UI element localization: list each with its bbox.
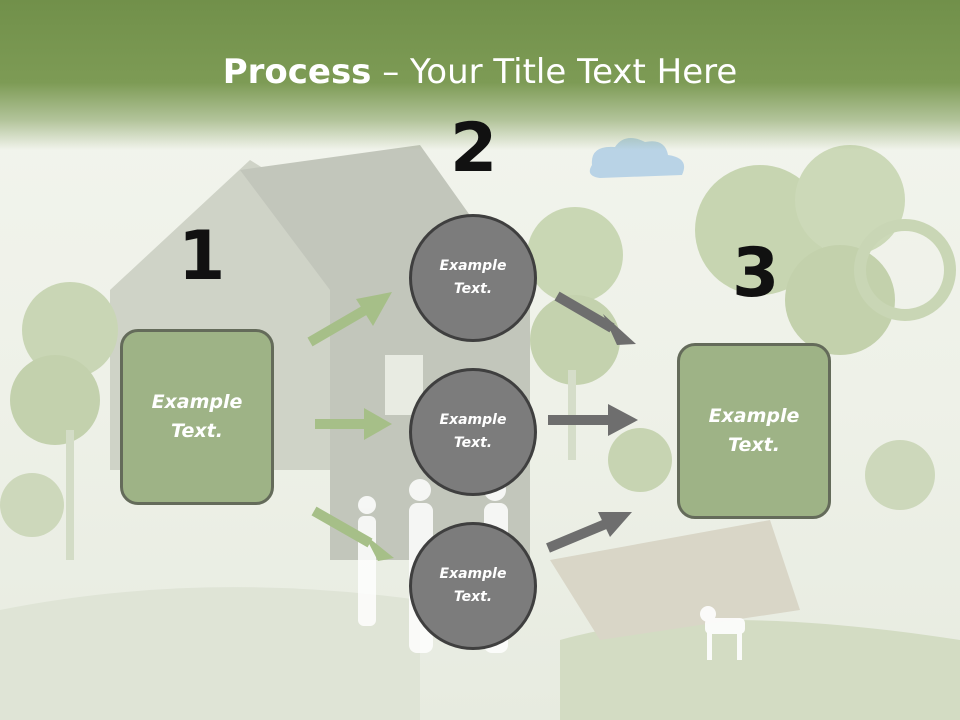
tree-left-low: [0, 473, 64, 537]
arrow-1-to-circle-1: [307, 305, 368, 347]
arrow-circle-3-to-3-head: [598, 512, 632, 537]
tree-bush: [608, 428, 672, 492]
title-bold: Process: [222, 52, 372, 92]
step-number-3: 3: [732, 234, 780, 313]
tree-right-ring: [854, 219, 956, 321]
dog-silhouette: [700, 606, 745, 660]
step-number-1: 1: [178, 217, 226, 296]
arrow-circle-3-to-3: [546, 518, 610, 553]
ground-right: [560, 620, 960, 720]
arrow-circle-2-to-3-head: [608, 404, 638, 436]
tree-right-a: [695, 165, 825, 295]
step-2-circle-3[interactable]: Example Text.: [409, 522, 537, 650]
title-bar: [0, 0, 960, 150]
slide-title: Process – Your Title Text Here: [0, 52, 960, 92]
circle-2-text: Example Text.: [439, 412, 507, 451]
arrow-1-to-circle-3-head: [364, 534, 394, 561]
step-2-circle-2[interactable]: Example Text.: [409, 368, 537, 496]
step-1-box[interactable]: Example Text.: [120, 329, 274, 505]
tree-far-right: [865, 440, 935, 510]
step-3-text: Example Text.: [708, 405, 800, 456]
arrow-1-to-circle-2-head: [364, 408, 392, 440]
arrow-circle-1-to-3: [554, 291, 615, 333]
step-3-box[interactable]: Example Text.: [677, 343, 831, 519]
step-number-2: 2: [450, 109, 498, 188]
circle-3-text: Example Text.: [439, 566, 507, 605]
arrow-1-to-circle-3: [311, 506, 373, 548]
title-rest: – Your Title Text Here: [371, 52, 738, 92]
step-2-circle-1[interactable]: Example Text.: [409, 214, 537, 342]
arrow-1-to-circle-1-head: [356, 292, 392, 326]
ground-left: [0, 587, 420, 720]
paper-sheet: [550, 520, 800, 640]
tree-left-trunk: [66, 430, 74, 560]
step-1-text: Example Text.: [151, 391, 243, 442]
tree-right-c: [785, 245, 895, 355]
tree-mid-top: [527, 207, 623, 303]
tree-left-top: [22, 282, 118, 378]
arrow-circle-1-to-3-head: [603, 314, 636, 345]
tree-left-mid: [10, 355, 100, 445]
circle-1-text: Example Text.: [439, 258, 507, 297]
